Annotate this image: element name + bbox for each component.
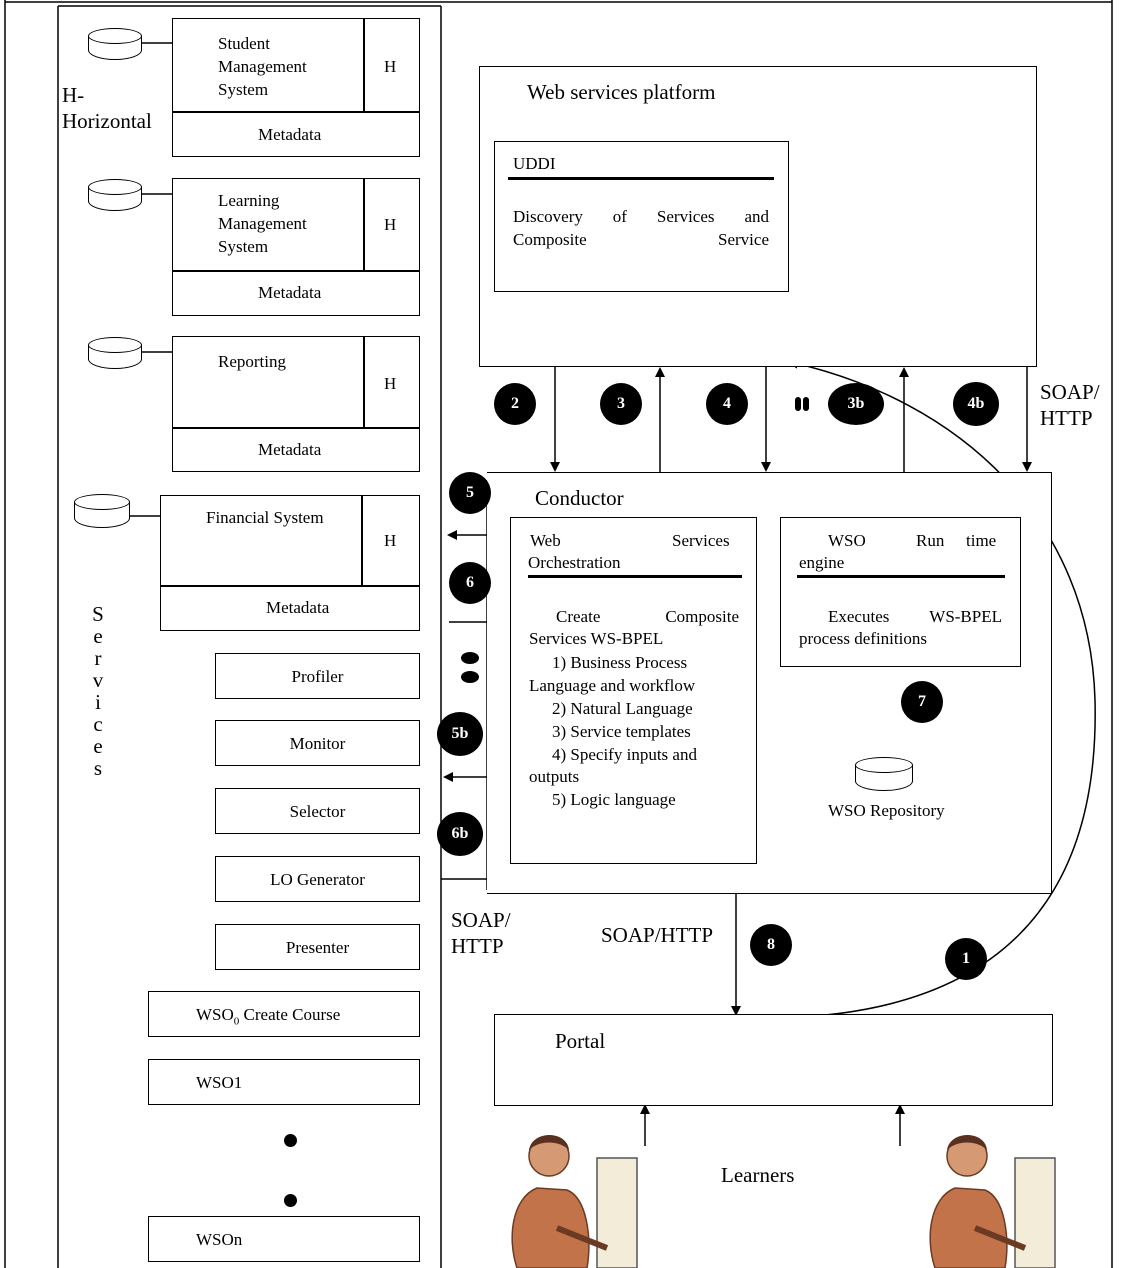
conductor-title: Conductor — [535, 486, 624, 510]
ellipsis-dot — [795, 397, 801, 411]
engine-title-word: Run — [916, 531, 945, 550]
wson-box: WSOn — [148, 1216, 420, 1262]
portal-title: Portal — [555, 1029, 606, 1053]
step-badge-5b: 5b — [437, 712, 483, 756]
system-box-student — [172, 18, 420, 157]
orchestration-line: outputs — [529, 767, 580, 786]
database-icon — [74, 494, 130, 528]
learner-computer-icon — [929, 1135, 1056, 1268]
orchestration-line: 5) Logic language — [552, 790, 676, 809]
metadata-label: Metadata — [258, 283, 322, 302]
orchestration-line: Language and workflow — [529, 676, 696, 695]
wson-label: WSOn — [196, 1230, 243, 1249]
wso1-label: WSO1 — [196, 1073, 243, 1092]
step-badge-8: 8 — [750, 924, 792, 966]
wso1-box: WSO1 — [148, 1059, 420, 1105]
engine-title-word: time — [966, 531, 997, 550]
uddi-text: Discovery of Services and Composite Serv… — [513, 207, 769, 249]
step-badge-6b: 6b — [437, 812, 483, 856]
metadata-label: Metadata — [266, 598, 330, 617]
engine-title: engine — [799, 553, 845, 572]
learner-computer-icon — [511, 1135, 638, 1268]
database-icon — [855, 757, 913, 791]
service-label: Monitor — [289, 734, 346, 753]
service-box-lo-generator: LO Generator — [215, 856, 420, 902]
orchestration-line: Services WS-BPEL — [529, 629, 664, 648]
service-box-profiler: Profiler — [215, 653, 420, 699]
orchestration-line: 1) Business Process — [552, 653, 688, 672]
h-label: H — [384, 215, 397, 234]
service-box-monitor: Monitor — [215, 720, 420, 766]
step-badge-4: 4 — [706, 383, 748, 425]
metadata-label: Metadata — [258, 440, 322, 459]
services-vertical-label: S e r v i c e s — [92, 602, 104, 780]
metadata-label: Metadata — [258, 125, 322, 144]
engine-underline — [797, 575, 1005, 578]
soap-http-label-right: SOAP/ HTTP — [1040, 380, 1100, 430]
ellipsis-dot — [284, 1134, 297, 1147]
service-box-selector: Selector — [215, 788, 420, 834]
orchestration-underline — [528, 575, 742, 578]
portal-box — [494, 1014, 1053, 1106]
h-label: H — [384, 57, 397, 76]
ellipsis-dot — [461, 671, 479, 683]
engine-line: Executes WS-BPEL — [828, 607, 1002, 626]
orchestration-title: Orchestration — [528, 553, 621, 572]
service-label: Profiler — [291, 667, 344, 686]
system-box-learning — [172, 178, 420, 316]
ellipsis-dot — [803, 397, 809, 411]
service-label: Selector — [289, 802, 346, 821]
soap-http-label-left: SOAP/ HTTP — [451, 908, 511, 958]
step-badge-3b: 3b — [828, 383, 884, 425]
system-box-financial — [160, 495, 420, 631]
system-box-reporting — [172, 336, 420, 472]
system-name: Financial System — [206, 508, 324, 527]
database-icon — [88, 337, 142, 369]
step-badge-7: 7 — [901, 681, 943, 723]
orchestration-line: 4) Specify inputs and — [552, 745, 697, 764]
h-label: H — [384, 374, 397, 393]
step-badge-4b: 4b — [953, 382, 999, 426]
engine-line: process definitions — [799, 629, 927, 648]
step-badge-5: 5 — [449, 472, 491, 514]
platform-title: Web services platform — [527, 80, 716, 104]
soap-http-label-bottom: SOAP/HTTP — [601, 923, 714, 947]
learners-label: Learners — [721, 1163, 795, 1187]
service-label: Presenter — [285, 938, 350, 957]
ellipsis-dot — [284, 1194, 297, 1207]
database-icon — [88, 179, 142, 211]
step-badge-1: 1 — [945, 938, 987, 980]
orchestration-line: 2) Natural Language — [552, 699, 693, 718]
system-name: Learning Management System — [218, 191, 307, 256]
system-name: Reporting — [218, 352, 286, 371]
uddi-box — [494, 141, 789, 292]
wso-repository-label: WSO Repository — [828, 801, 945, 820]
engine-title-word: WSO — [828, 531, 866, 550]
step-badge-3: 3 — [600, 383, 642, 425]
service-label: LO Generator — [270, 870, 365, 889]
orchestration-box — [510, 517, 757, 864]
wso-runtime-engine-box — [780, 517, 1021, 667]
orchestration-line: Create Composite — [556, 607, 739, 626]
orchestration-title-word: Services — [672, 531, 730, 550]
h-label: H — [384, 531, 397, 550]
system-name: Student Management System — [218, 34, 307, 99]
service-box-presenter: Presenter — [215, 924, 420, 970]
horizontal-note: H- Horizontal — [62, 83, 152, 133]
wso0-box: WSO0 Create Course — [148, 991, 420, 1037]
ellipsis-dot — [461, 652, 479, 664]
database-icon — [88, 28, 142, 60]
uddi-title: UDDI — [513, 154, 556, 173]
uddi-underline — [508, 177, 774, 180]
step-badge-6: 6 — [449, 562, 491, 604]
wso0-label: WSO0 Create Course — [196, 1005, 341, 1028]
orchestration-line: 3) Service templates — [552, 722, 691, 741]
orchestration-title-word: Web — [530, 531, 561, 550]
step-badge-2: 2 — [494, 383, 536, 425]
